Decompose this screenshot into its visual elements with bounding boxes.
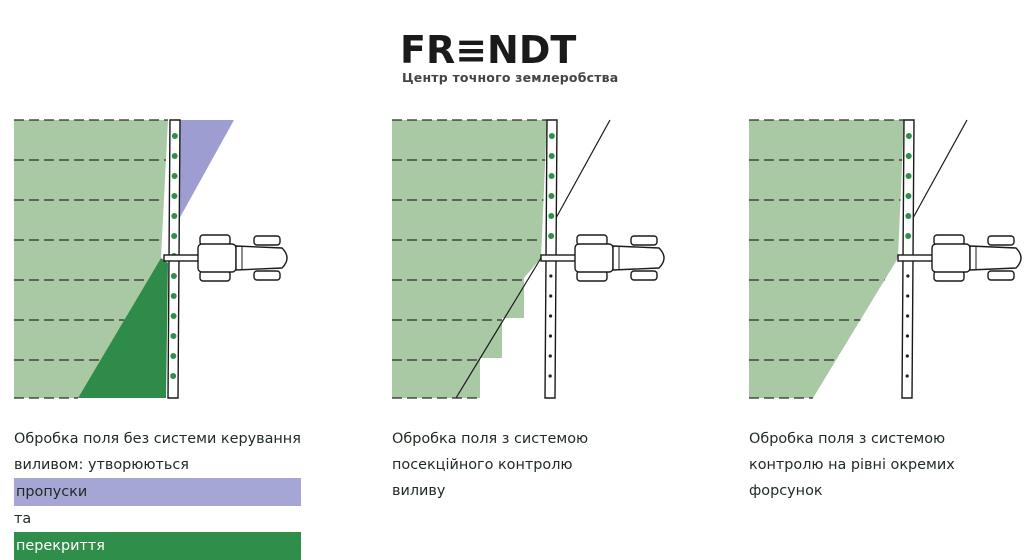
- caption-no-control: Обробка поля без системи керування вилив…: [14, 426, 301, 560]
- nozzle-off: [905, 374, 909, 378]
- diagram-section-control: [392, 119, 665, 399]
- field-edge: [455, 257, 542, 399]
- front-wheel-right: [987, 270, 1015, 281]
- frendt-logo: FR≡NDT: [400, 30, 576, 66]
- front-wheel-right: [630, 270, 658, 281]
- nozzle-on: [170, 313, 177, 319]
- nozzle-off: [905, 334, 910, 338]
- nozzle-on: [548, 173, 555, 179]
- nozzle-on: [170, 273, 177, 279]
- tractor-cab: [574, 243, 614, 273]
- hitch-bar: [163, 254, 201, 262]
- nozzle-off: [548, 354, 552, 358]
- tractor: [540, 234, 665, 282]
- front-wheel-right: [253, 270, 281, 281]
- caption-line: форсунок: [749, 483, 823, 499]
- caption-line: Обробка поля з системою: [392, 431, 589, 447]
- nozzle-on: [171, 233, 178, 239]
- overlap-area: [78, 258, 168, 398]
- gap-area: [178, 120, 234, 221]
- nozzle-on: [905, 213, 912, 219]
- nozzle-on: [170, 353, 177, 359]
- caption-line: виливом: утворюються пропуски: [14, 452, 301, 506]
- front-wheel-left: [630, 235, 658, 246]
- diagram-no-control: [14, 119, 288, 399]
- caption-line: та перекриття: [14, 506, 301, 560]
- field-edge: [912, 119, 968, 219]
- hitch-bar: [540, 254, 578, 262]
- nozzle-on: [171, 133, 178, 139]
- logo-text: FR≡NDT: [400, 30, 576, 66]
- nozzle-off: [906, 294, 910, 298]
- treated-area: [749, 120, 904, 398]
- nozzle-on: [548, 233, 555, 239]
- nozzle-on: [171, 153, 178, 159]
- nozzle-on: [548, 133, 555, 139]
- caption-section-control: Обробка поля з системою посекційного кон…: [392, 426, 588, 504]
- nozzle-off: [549, 274, 553, 278]
- nozzle-on: [905, 133, 912, 139]
- nozzle-on: [548, 193, 555, 199]
- caption-line: контролю на рівні окремих: [749, 457, 955, 473]
- nozzle-on: [171, 193, 178, 199]
- caption-text: виливом: утворюються: [14, 457, 189, 473]
- tractor-cab: [931, 243, 971, 273]
- treated-area: [14, 120, 168, 398]
- field-edge: [555, 119, 611, 219]
- treated-area: [392, 120, 547, 398]
- pass-lines: [392, 119, 547, 399]
- tractor: [163, 234, 288, 282]
- nozzle-on: [170, 333, 177, 339]
- nozzle-on: [905, 173, 912, 179]
- caption-text: та: [14, 511, 32, 527]
- nozzle-off: [548, 314, 553, 318]
- tractor-hood: [235, 245, 288, 271]
- nozzle-on: [905, 233, 912, 239]
- diagram-nozzle-control: [749, 119, 1022, 399]
- nozzle-row: [170, 133, 178, 379]
- nozzle-on: [905, 193, 912, 199]
- nozzle-on: [548, 153, 555, 159]
- tractor-hood: [612, 245, 665, 271]
- caption-line: Обробка поля з системою: [749, 431, 946, 447]
- caption-line: виливу: [392, 483, 446, 499]
- nozzle-off: [905, 314, 910, 318]
- nozzle-off: [906, 274, 910, 278]
- pass-lines: [749, 119, 904, 399]
- brand-header: FR≡NDT Центр точного землеробства: [400, 30, 624, 85]
- front-wheel-left: [253, 235, 281, 246]
- nozzle-on: [171, 173, 178, 179]
- nozzle-on: [170, 373, 177, 379]
- nozzle-off: [905, 354, 909, 358]
- tractor-hood: [969, 245, 1022, 271]
- caption-line: Обробка поля без системи керування: [14, 431, 301, 447]
- pass-lines: [14, 119, 168, 399]
- overlaps-highlight: перекриття: [14, 532, 301, 560]
- nozzle-row: [548, 133, 555, 378]
- nozzle-off: [549, 294, 553, 298]
- nozzle-on: [548, 213, 555, 219]
- gaps-highlight: пропуски: [14, 478, 301, 506]
- tractor: [897, 234, 1022, 282]
- nozzle-off: [548, 334, 553, 338]
- caption-nozzle-control: Обробка поля з системою контролю на рівн…: [749, 426, 955, 504]
- tractor-cab: [197, 243, 237, 273]
- nozzle-on: [171, 213, 178, 219]
- nozzle-on: [170, 293, 177, 299]
- hitch-bar: [897, 254, 935, 262]
- tagline: Центр точного землеробства: [402, 70, 619, 85]
- nozzle-on: [905, 153, 912, 159]
- front-wheel-left: [987, 235, 1015, 246]
- nozzle-off: [548, 374, 552, 378]
- caption-line: посекційного контролю: [392, 457, 573, 473]
